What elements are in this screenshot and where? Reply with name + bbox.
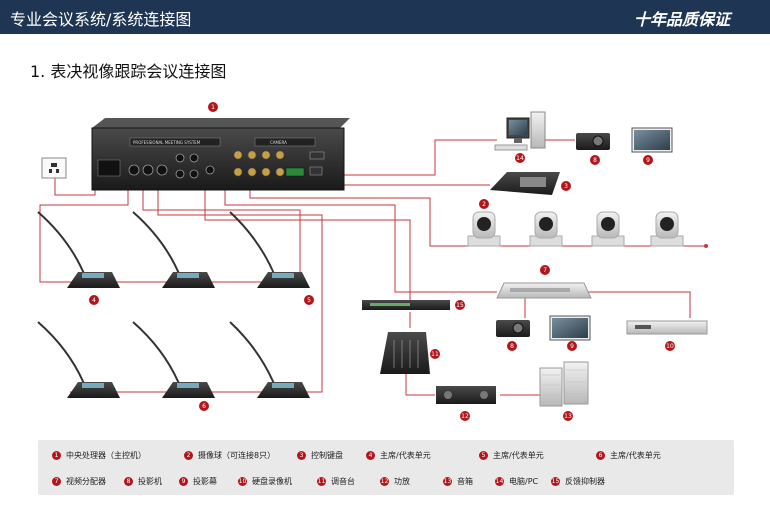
wire-amp	[405, 370, 435, 396]
svg-text:14: 14	[516, 155, 524, 162]
svg-text:4: 4	[92, 297, 96, 304]
svg-text:9: 9	[646, 157, 650, 164]
cameras	[467, 211, 684, 247]
wire-vdist-dvr	[560, 291, 691, 318]
wire-mics-row1	[39, 190, 275, 283]
projector-2	[496, 320, 530, 337]
badge-4: 4	[89, 295, 99, 305]
power-outlet	[41, 157, 67, 179]
badge-3: 3	[561, 181, 571, 191]
header-slogan: 十年品质保证	[633, 10, 730, 29]
projector	[576, 133, 610, 150]
conference-unit	[132, 211, 215, 288]
section-title: 1. 表决视像跟踪会议连接图	[30, 62, 227, 81]
svg-text:8: 8	[593, 157, 597, 164]
svg-text:2: 2	[482, 201, 486, 208]
svg-text:13: 13	[564, 413, 572, 420]
wire-camera-bus	[249, 190, 706, 247]
svg-text:9: 9	[570, 343, 574, 350]
wire-end-dot	[704, 244, 708, 248]
wire-mics-row1b	[142, 190, 301, 282]
svg-text:10: 10	[666, 343, 674, 350]
svg-text:8: 8	[510, 343, 514, 350]
main-unit-panel-left: PROFESSIONAL MEETING SYSTEM	[133, 140, 201, 145]
camera-dome	[591, 211, 625, 247]
amplifier	[436, 386, 496, 404]
badge-8-bottom: 8	[507, 341, 517, 351]
badge-2: 2	[479, 199, 489, 209]
svg-text:5: 5	[307, 297, 311, 304]
svg-text:15: 15	[456, 302, 464, 309]
header-bar: 专业会议系统/系统连接图 十年品质保证	[0, 0, 770, 34]
svg-text:12: 12	[461, 413, 469, 420]
projection-screen	[631, 127, 673, 153]
badge-1: 1	[208, 102, 218, 112]
conference-units	[37, 211, 310, 398]
camera-dome	[529, 211, 563, 247]
main-unit: PROFESSIONAL MEETING SYSTEM CAMERA	[91, 118, 350, 191]
projection-screen-2	[549, 315, 591, 341]
svg-text:6: 6	[202, 403, 206, 410]
number-badges: 1 2 3 4 5 6 7 8 9 8 9 10 11 12 13 14 15	[89, 102, 675, 421]
wire-fbs	[204, 190, 411, 300]
computer-pc	[494, 111, 546, 151]
conference-unit	[37, 321, 120, 398]
wire-speakers	[500, 372, 546, 396]
conference-unit	[229, 211, 310, 288]
svg-text:7: 7	[543, 267, 547, 274]
feedback-suppressor	[362, 300, 450, 310]
badge-8-top: 8	[590, 155, 600, 165]
wire-mics-row2	[70, 190, 323, 393]
badge-7: 7	[540, 265, 550, 275]
badge-9-top: 9	[643, 155, 653, 165]
badge-15: 15	[455, 300, 465, 310]
mixer	[380, 332, 430, 374]
conference-unit	[37, 211, 120, 288]
svg-text:1: 1	[211, 104, 215, 111]
badge-10: 10	[665, 341, 675, 351]
speakers	[539, 361, 589, 407]
camera-dome	[650, 211, 684, 247]
wire-vdist	[224, 190, 497, 293]
wire-pc	[340, 139, 497, 176]
svg-text:3: 3	[564, 183, 568, 190]
camera-dome	[467, 211, 501, 247]
main-unit-panel-right: CAMERA	[270, 140, 287, 145]
badge-13: 13	[563, 411, 573, 421]
badge-9-bottom: 9	[567, 341, 577, 351]
video-distributor	[496, 282, 592, 299]
svg-text:11: 11	[431, 351, 439, 358]
header-title: 专业会议系统/系统连接图	[10, 10, 192, 29]
badge-11: 11	[430, 349, 440, 359]
conference-unit	[132, 321, 215, 398]
badge-5: 5	[304, 295, 314, 305]
badge-6: 6	[199, 401, 209, 411]
conference-unit	[229, 321, 310, 398]
hard-disk-recorder	[626, 320, 708, 335]
badge-14: 14	[515, 153, 525, 163]
badge-12: 12	[460, 411, 470, 421]
control-keyboard	[490, 172, 560, 195]
